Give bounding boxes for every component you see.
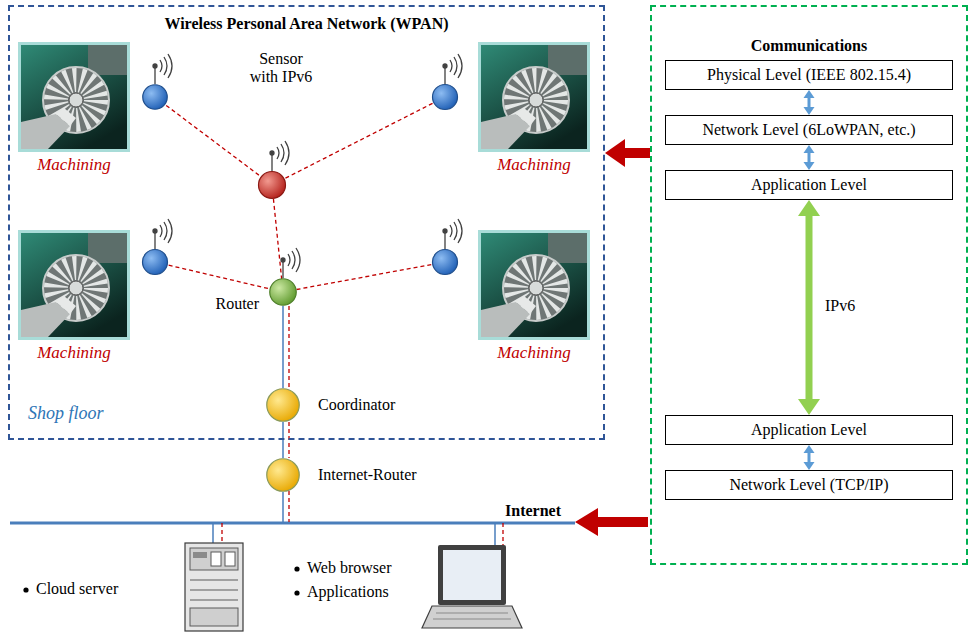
connector <box>605 139 650 167</box>
connector <box>283 422 289 458</box>
bullet-text: Web browser <box>307 559 391 577</box>
layer-label: Application Level <box>751 176 867 194</box>
node-circle <box>269 278 297 306</box>
arrow-head <box>804 162 815 170</box>
connector <box>804 90 815 115</box>
machine-label: Machining <box>4 155 144 175</box>
protocol-layer-box: Network Level (TCP/IP) <box>665 470 953 500</box>
protocol-layer-box: Network Level (6LoWPAN, etc.) <box>665 115 953 145</box>
arrow-head <box>804 107 815 115</box>
arrow-head <box>804 462 815 470</box>
node-circle <box>266 388 300 422</box>
wpan-region: MachiningSensor with IPv6MachiningMachin… <box>8 5 605 440</box>
machine-photo: Machining <box>18 42 130 152</box>
connector-line <box>621 148 650 158</box>
connector-line <box>282 306 284 388</box>
machine-photo: Machining <box>478 230 590 340</box>
connector-line <box>806 213 813 402</box>
connector-line <box>282 422 284 458</box>
coordinator-label: Coordinator <box>318 396 438 414</box>
bullet-text: Cloud server <box>36 580 118 598</box>
protocol-layer-box: Application Level <box>665 170 953 200</box>
layer-label: Network Level (TCP/IP) <box>729 476 888 494</box>
connector-line <box>808 151 811 163</box>
arrow-head <box>804 145 815 153</box>
panel-title: Communications <box>652 37 966 55</box>
sensor-node <box>143 85 458 275</box>
block-arrow <box>575 508 648 536</box>
gateway-label: Internet-Router <box>318 466 458 484</box>
region-label: Shop floor <box>28 403 168 424</box>
protocol-layer-box: Application Level <box>665 415 953 445</box>
node-circle <box>142 84 168 110</box>
connector <box>798 200 820 415</box>
machine-photo: Machining <box>18 230 130 340</box>
wireless-link <box>288 422 289 458</box>
machining-photo <box>18 42 590 340</box>
arrow-head <box>804 445 815 453</box>
wireless-link <box>155 97 445 292</box>
bullet-text: Applications <box>307 583 389 601</box>
internet-bus <box>10 491 575 545</box>
layer-label: Physical Level (IEEE 802.15.4) <box>707 66 911 84</box>
node-circle <box>266 458 300 492</box>
arrow-head <box>798 399 820 415</box>
antenna-symbol <box>153 54 462 278</box>
sensor-label: Sensor with IPv6 <box>245 50 317 87</box>
machine-label: Machining <box>464 155 604 175</box>
connector <box>804 445 815 470</box>
region-title: Wireless Personal Area Network (WPAN) <box>10 15 603 33</box>
layer-label: Application Level <box>751 421 867 439</box>
gateway-node: Internet-Router <box>266 458 300 492</box>
network-label: Internet <box>505 502 561 520</box>
laptop-icon <box>422 545 522 628</box>
machine-label: Machining <box>464 343 604 363</box>
server-icon <box>185 543 243 631</box>
layer-label: Network Level (6LoWPAN, etc.) <box>702 121 915 139</box>
relay-node <box>259 172 286 199</box>
router-label: Router <box>197 295 259 313</box>
protocol-layer-box: Physical Level (IEEE 802.15.4) <box>665 60 953 90</box>
router-node: Router <box>269 278 297 306</box>
wireless-link <box>288 306 289 388</box>
arrow-head <box>605 139 625 167</box>
edge-label: IPv6 <box>825 297 855 315</box>
machine-photo: Machining <box>478 42 590 152</box>
arrow-head <box>804 90 815 98</box>
connector <box>804 145 815 170</box>
machine-label: Machining <box>4 343 144 363</box>
sensor-node: Sensor with IPv6 <box>142 84 168 110</box>
connector <box>283 306 289 388</box>
connector-line <box>808 96 811 108</box>
arrow-head <box>798 200 820 216</box>
connector-line <box>808 451 811 463</box>
communications-panel: Physical Level (IEEE 802.15.4) Network Le… <box>650 5 968 565</box>
coordinator-node: Coordinator <box>266 388 300 422</box>
